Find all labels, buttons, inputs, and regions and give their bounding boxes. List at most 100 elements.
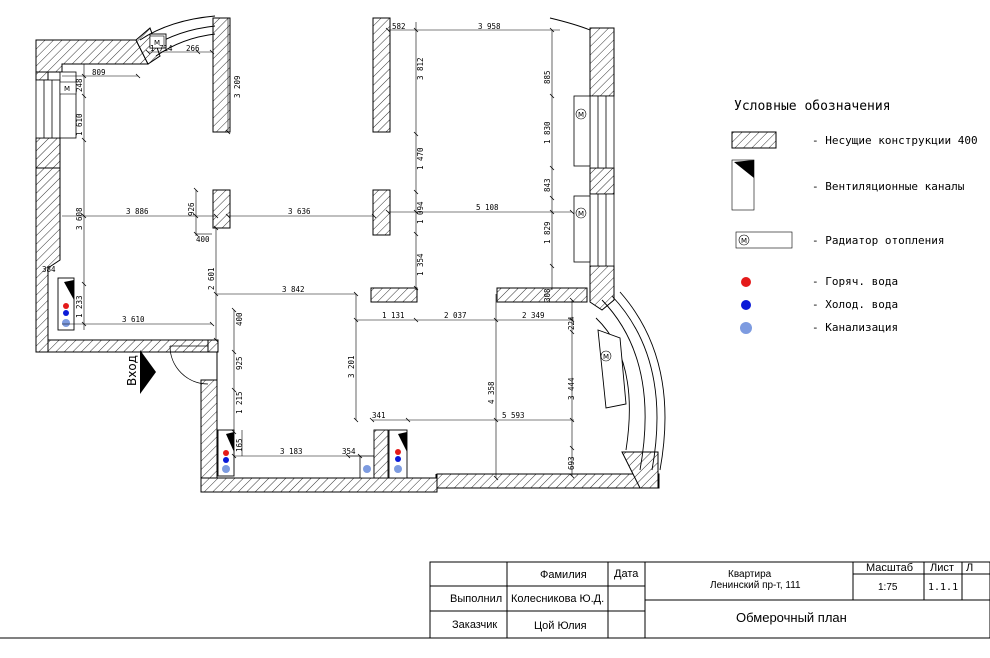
tb-scale-value: 1:75 — [878, 582, 898, 593]
tb-scale-label: Масштаб — [866, 562, 913, 574]
tb-object-line2: Ленинский пр-т, 111 — [710, 580, 801, 591]
radiator-icon-right-1: M — [575, 108, 587, 120]
dim-3209: 3 209 — [233, 75, 242, 98]
svg-text:M: M — [578, 210, 584, 218]
radiator-icon-bay: M — [600, 350, 612, 362]
dim-3183: 3 183 — [280, 447, 303, 456]
sewer-dot — [363, 465, 371, 473]
tb-object-line1: Квартира — [728, 569, 772, 580]
legend-item-cold-water: - Холод. вода — [812, 298, 898, 311]
dim-1830: 1 830 — [543, 121, 552, 144]
legend-radiator-swatch: M — [735, 231, 793, 249]
legend-item-hot-water: - Горяч. вода — [812, 275, 898, 288]
dim-354: 354 — [342, 447, 356, 456]
dim-693: 693 — [567, 456, 576, 470]
entrance-door — [169, 345, 209, 385]
dim-400b: 400 — [235, 312, 244, 326]
legend-hot-water-dot — [741, 277, 751, 287]
svg-text:M: M — [578, 111, 584, 119]
dim-3608: 3 608 — [75, 207, 84, 230]
dim-4358: 4 358 — [487, 381, 496, 404]
hot-water-dot — [63, 303, 69, 309]
dim-165: 165 — [235, 438, 244, 452]
legend-item-sewer: - Канализация — [812, 321, 898, 334]
legend-vent-swatch — [731, 159, 755, 211]
radiator-icon-right-2: M — [575, 207, 587, 219]
riser-bottom-left — [217, 429, 235, 477]
dim-3958: 3 958 — [478, 22, 501, 31]
dim-266: 266 — [186, 44, 200, 53]
dim-1131: 1 131 — [382, 311, 405, 320]
dim-809: 809 — [92, 68, 106, 77]
legend-title: Условные обозначения — [734, 99, 891, 114]
dim-3842: 3 842 — [282, 285, 305, 294]
sewer-dot — [394, 465, 402, 473]
svg-text:M: M — [154, 39, 160, 47]
legend: Условные обозначения - Несущие конструкц… — [731, 99, 978, 334]
dim-308: 308 — [543, 288, 552, 302]
riser-left — [57, 277, 75, 331]
entrance-label: Вход — [125, 355, 139, 386]
dim-1233: 1 233 — [75, 295, 84, 318]
dim-384: 384 — [42, 265, 56, 274]
dim-3886: 3 886 — [126, 207, 149, 216]
tb-row1-role: Выполнил — [450, 593, 502, 605]
legend-item-radiator: - Радиатор отопления — [812, 234, 944, 247]
tb-row2-name: Цой Юлия — [534, 620, 587, 632]
hot-water-dot — [223, 450, 229, 456]
dim-2601: 2 601 — [207, 267, 216, 290]
dim-400a: 400 — [196, 235, 210, 244]
legend-item-vent: - Вентиляционные каналы — [812, 180, 965, 193]
svg-text:M: M — [64, 85, 70, 93]
dim-3636: 3 636 — [288, 207, 311, 216]
radiator-icon-top: M — [149, 35, 165, 49]
radiator-icons: M M M M M — [59, 35, 612, 362]
tb-cut-label: Л — [966, 562, 973, 574]
tb-col-date: Дата — [614, 568, 639, 580]
dim-925: 925 — [235, 356, 244, 370]
dim-1829: 1 829 — [543, 221, 552, 244]
dim-248: 248 — [75, 78, 84, 92]
dim-3201: 3 201 — [347, 355, 356, 378]
dim-341: 341 — [372, 411, 386, 420]
legend-wall-swatch — [731, 131, 777, 149]
radiator-icon-left: M — [59, 81, 77, 95]
dim-2037: 2 037 — [444, 311, 467, 320]
riser-bottom-center — [359, 429, 408, 479]
hot-water-dot — [395, 449, 401, 455]
dim-3812: 3 812 — [416, 57, 425, 80]
tb-row1-name: Колесникова Ю.Д. — [511, 593, 604, 605]
svg-text:M: M — [603, 353, 609, 361]
dim-582: 582 — [392, 22, 406, 31]
tb-sheet-label: Лист — [930, 562, 954, 574]
dim-224: 224 — [567, 316, 576, 330]
title-block-text: Фамилия Дата Выполнил Колесникова Ю.Д. З… — [450, 562, 973, 632]
dim-3444: 3 444 — [567, 377, 576, 400]
cold-water-dot — [395, 456, 401, 462]
cold-water-dot — [63, 310, 69, 316]
sewer-dot — [222, 465, 230, 473]
legend-item-walls: - Несущие конструкции 400 — [812, 134, 978, 147]
dim-5593: 5 593 — [502, 411, 525, 420]
dim-1215: 1 215 — [235, 391, 244, 414]
title-block — [0, 561, 990, 639]
dim-1470: 1 470 — [416, 147, 425, 170]
legend-sewer-dot — [740, 322, 752, 334]
bay-window — [595, 291, 666, 471]
dim-885: 885 — [543, 70, 552, 84]
load-bearing-walls — [35, 17, 660, 493]
entrance-arrow-icon — [140, 350, 156, 394]
legend-cold-water-dot — [741, 300, 751, 310]
outline-lines — [61, 64, 437, 478]
sewer-dot — [62, 319, 70, 327]
dim-2349: 2 349 — [522, 311, 545, 320]
dim-1354: 1 354 — [416, 253, 425, 276]
dimension-labels: 1 714 266 582 3 958 809 3 886 3 636 5 10… — [42, 22, 576, 470]
dim-926: 926 — [187, 202, 196, 216]
dimension-lines — [62, 18, 574, 478]
tb-sheet-value: 1.1.1 — [928, 582, 958, 593]
dim-1610: 1 610 — [75, 113, 84, 136]
dim-1714: 1 714 — [150, 44, 173, 53]
